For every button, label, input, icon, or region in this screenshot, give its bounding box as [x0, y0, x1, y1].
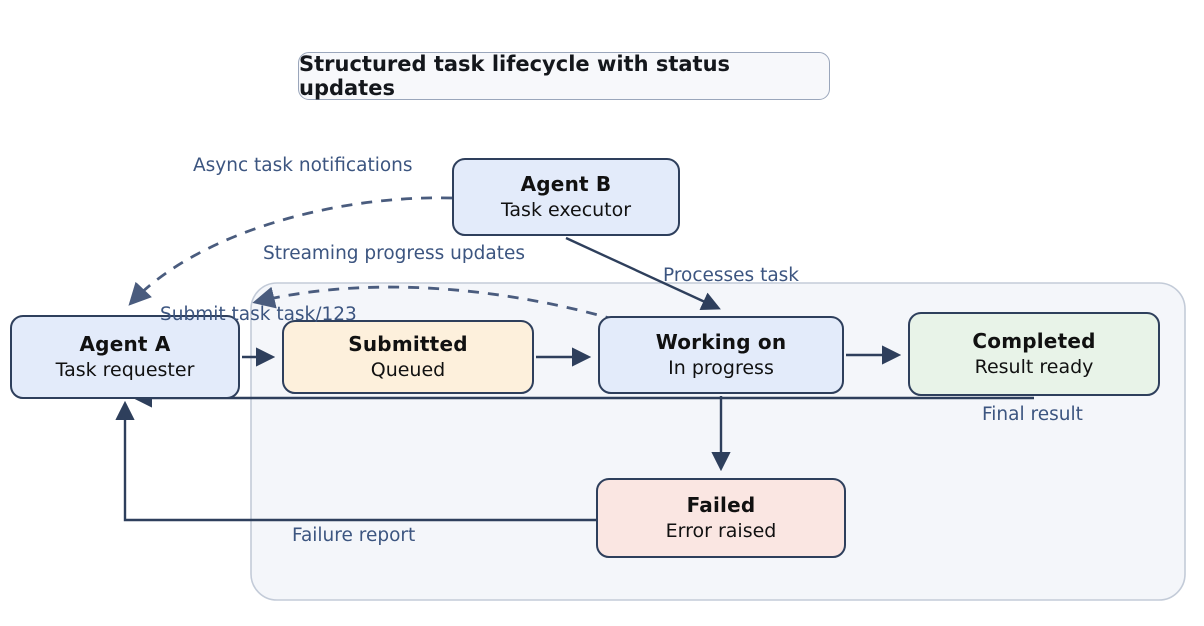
edge-async-notifications: [128, 196, 453, 306]
edge-label-submit-task: Submit task task/123: [160, 304, 357, 325]
node-failed-subtitle: Error raised: [665, 519, 777, 542]
edge-label-final-result: Final result: [982, 404, 1083, 425]
node-failed-title: Failed: [686, 493, 756, 517]
edge-label-async-notifications: Async task notifications: [193, 155, 413, 176]
node-completed[interactable]: Completed Result ready: [908, 312, 1160, 396]
node-submitted-subtitle: Queued: [370, 358, 446, 381]
node-agent-a-subtitle: Task requester: [55, 358, 195, 381]
edge-processes-task: [565, 236, 721, 311]
edge-streaming-updates: [252, 285, 617, 322]
node-completed-title: Completed: [972, 329, 1096, 353]
node-agent-b-subtitle: Task executor: [500, 198, 632, 221]
diagram-title: Structured task lifecycle with status up…: [298, 52, 830, 100]
node-failed[interactable]: Failed Error raised: [596, 478, 846, 558]
edge-failure-report: [115, 400, 596, 522]
node-agent-a[interactable]: Agent A Task requester: [10, 315, 240, 399]
node-working-on-subtitle: In progress: [668, 356, 774, 379]
node-completed-subtitle: Result ready: [974, 355, 1094, 378]
node-working-on-title: Working on: [655, 330, 787, 354]
edge-label-failure-report: Failure report: [292, 525, 416, 546]
node-agent-b[interactable]: Agent B Task executor: [452, 158, 680, 236]
node-submitted-title: Submitted: [348, 332, 468, 356]
edge-label-processes-task: Processes task: [663, 265, 800, 286]
node-agent-a-title: Agent A: [79, 332, 171, 356]
edge-label-streaming-updates: Streaming progress updates: [263, 243, 525, 264]
node-submitted[interactable]: Submitted Queued: [282, 320, 534, 394]
node-working-on[interactable]: Working on In progress: [598, 316, 844, 394]
node-agent-b-title: Agent B: [520, 172, 612, 196]
